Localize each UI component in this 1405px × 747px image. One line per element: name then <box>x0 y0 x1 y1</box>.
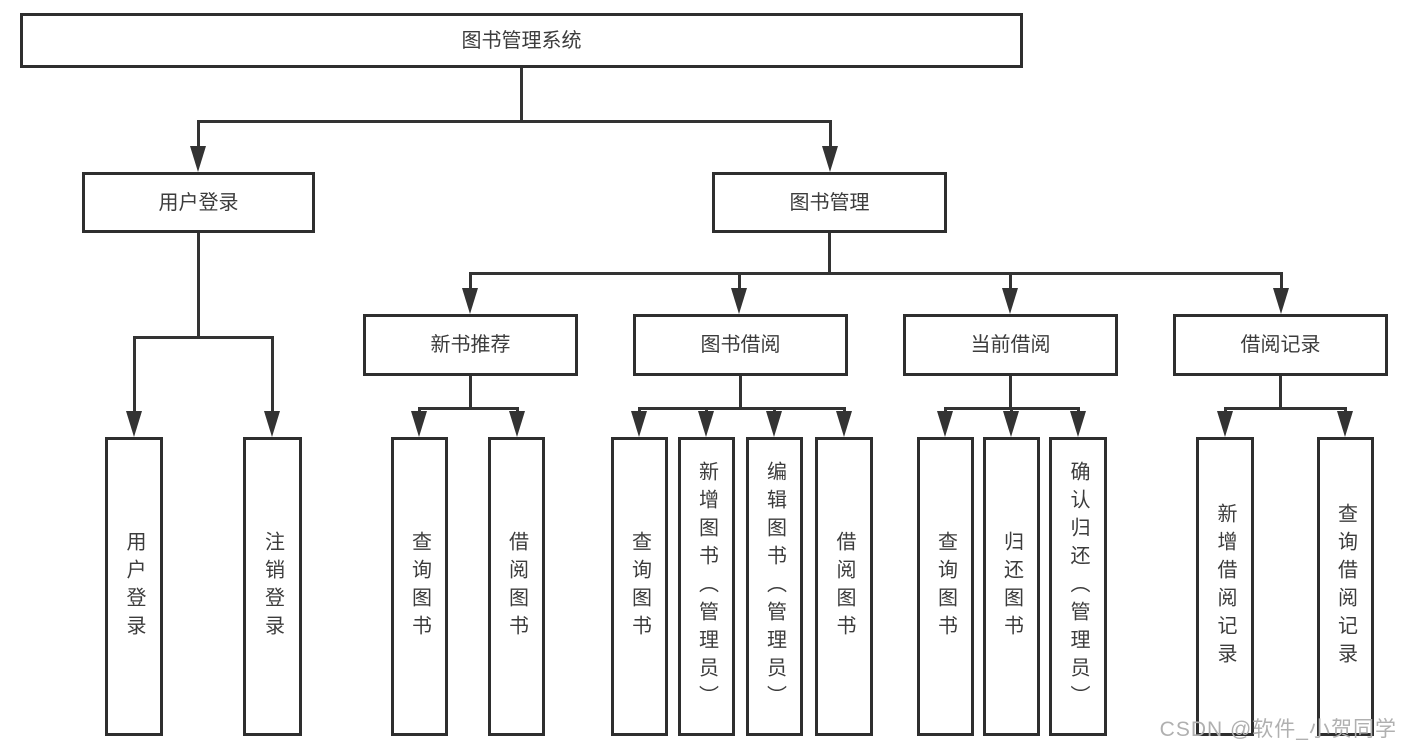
connector-hline <box>469 272 1283 275</box>
connector-vline <box>132 336 136 417</box>
arrow-down-icon <box>822 146 838 172</box>
connector-vline <box>1009 376 1012 410</box>
arrow-down-icon <box>1217 411 1233 437</box>
connector-vline <box>739 376 742 410</box>
node-borrow-records: 借阅记录 <box>1173 314 1388 376</box>
connector-vline <box>468 272 472 294</box>
node-user-login: 用户登录 <box>82 172 315 233</box>
arrow-down-icon <box>509 411 525 437</box>
connector-vline <box>1008 272 1012 294</box>
node-current-borrow: 当前借阅 <box>903 314 1118 376</box>
connector-hline <box>418 407 519 410</box>
arrow-down-icon <box>731 288 747 314</box>
arrow-down-icon <box>264 411 280 437</box>
leaf-query-books-borrow: 查询图书 <box>611 437 668 736</box>
leaf-query-books-recommend: 查询图书 <box>391 437 448 736</box>
arrow-down-icon <box>836 411 852 437</box>
arrow-down-icon <box>190 146 206 172</box>
node-new-book-recommend: 新书推荐 <box>363 314 578 376</box>
leaf-query-borrow-record: 查询借阅记录 <box>1317 437 1374 736</box>
connector-vline <box>1279 272 1283 294</box>
node-book-borrow: 图书借阅 <box>633 314 848 376</box>
connector-vline <box>737 272 741 294</box>
arrow-down-icon <box>766 411 782 437</box>
leaf-borrow-books-recommend: 借阅图书 <box>488 437 545 736</box>
connector-hline <box>133 336 273 339</box>
arrow-down-icon <box>631 411 647 437</box>
leaf-user-login: 用户登录 <box>105 437 163 736</box>
leaf-confirm-return-admin: 确认归还（管理员） <box>1049 437 1107 736</box>
arrow-down-icon <box>462 288 478 314</box>
arrow-down-icon <box>698 411 714 437</box>
arrow-down-icon <box>1003 411 1019 437</box>
connector-vline <box>270 336 274 417</box>
connector-vline <box>469 376 472 410</box>
leaf-add-borrow-record: 新增借阅记录 <box>1196 437 1254 736</box>
arrow-down-icon <box>1070 411 1086 437</box>
connector-vline <box>828 120 832 152</box>
connector-hline <box>638 407 846 410</box>
connector-vline <box>196 120 200 152</box>
arrow-down-icon <box>937 411 953 437</box>
connector-vline <box>520 68 523 122</box>
csdn-watermark: CSDN @软件_小贺同学 <box>1159 718 1397 741</box>
leaf-edit-book-admin: 编辑图书（管理员） <box>746 437 803 736</box>
connector-hline <box>197 120 832 123</box>
leaf-add-book-admin: 新增图书（管理员） <box>678 437 735 736</box>
arrow-down-icon <box>1273 288 1289 314</box>
node-root-system: 图书管理系统 <box>20 13 1023 68</box>
node-book-management: 图书管理 <box>712 172 947 233</box>
arrow-down-icon <box>411 411 427 437</box>
arrow-down-icon <box>126 411 142 437</box>
leaf-logout: 注销登录 <box>243 437 302 736</box>
connector-vline <box>197 233 200 339</box>
leaf-query-books-current: 查询图书 <box>917 437 974 736</box>
arrow-down-icon <box>1337 411 1353 437</box>
leaf-borrow-books: 借阅图书 <box>815 437 873 736</box>
connector-vline <box>1279 376 1282 410</box>
connector-vline <box>828 233 831 275</box>
leaf-return-book: 归还图书 <box>983 437 1040 736</box>
arrow-down-icon <box>1002 288 1018 314</box>
connector-hline <box>1224 407 1347 410</box>
